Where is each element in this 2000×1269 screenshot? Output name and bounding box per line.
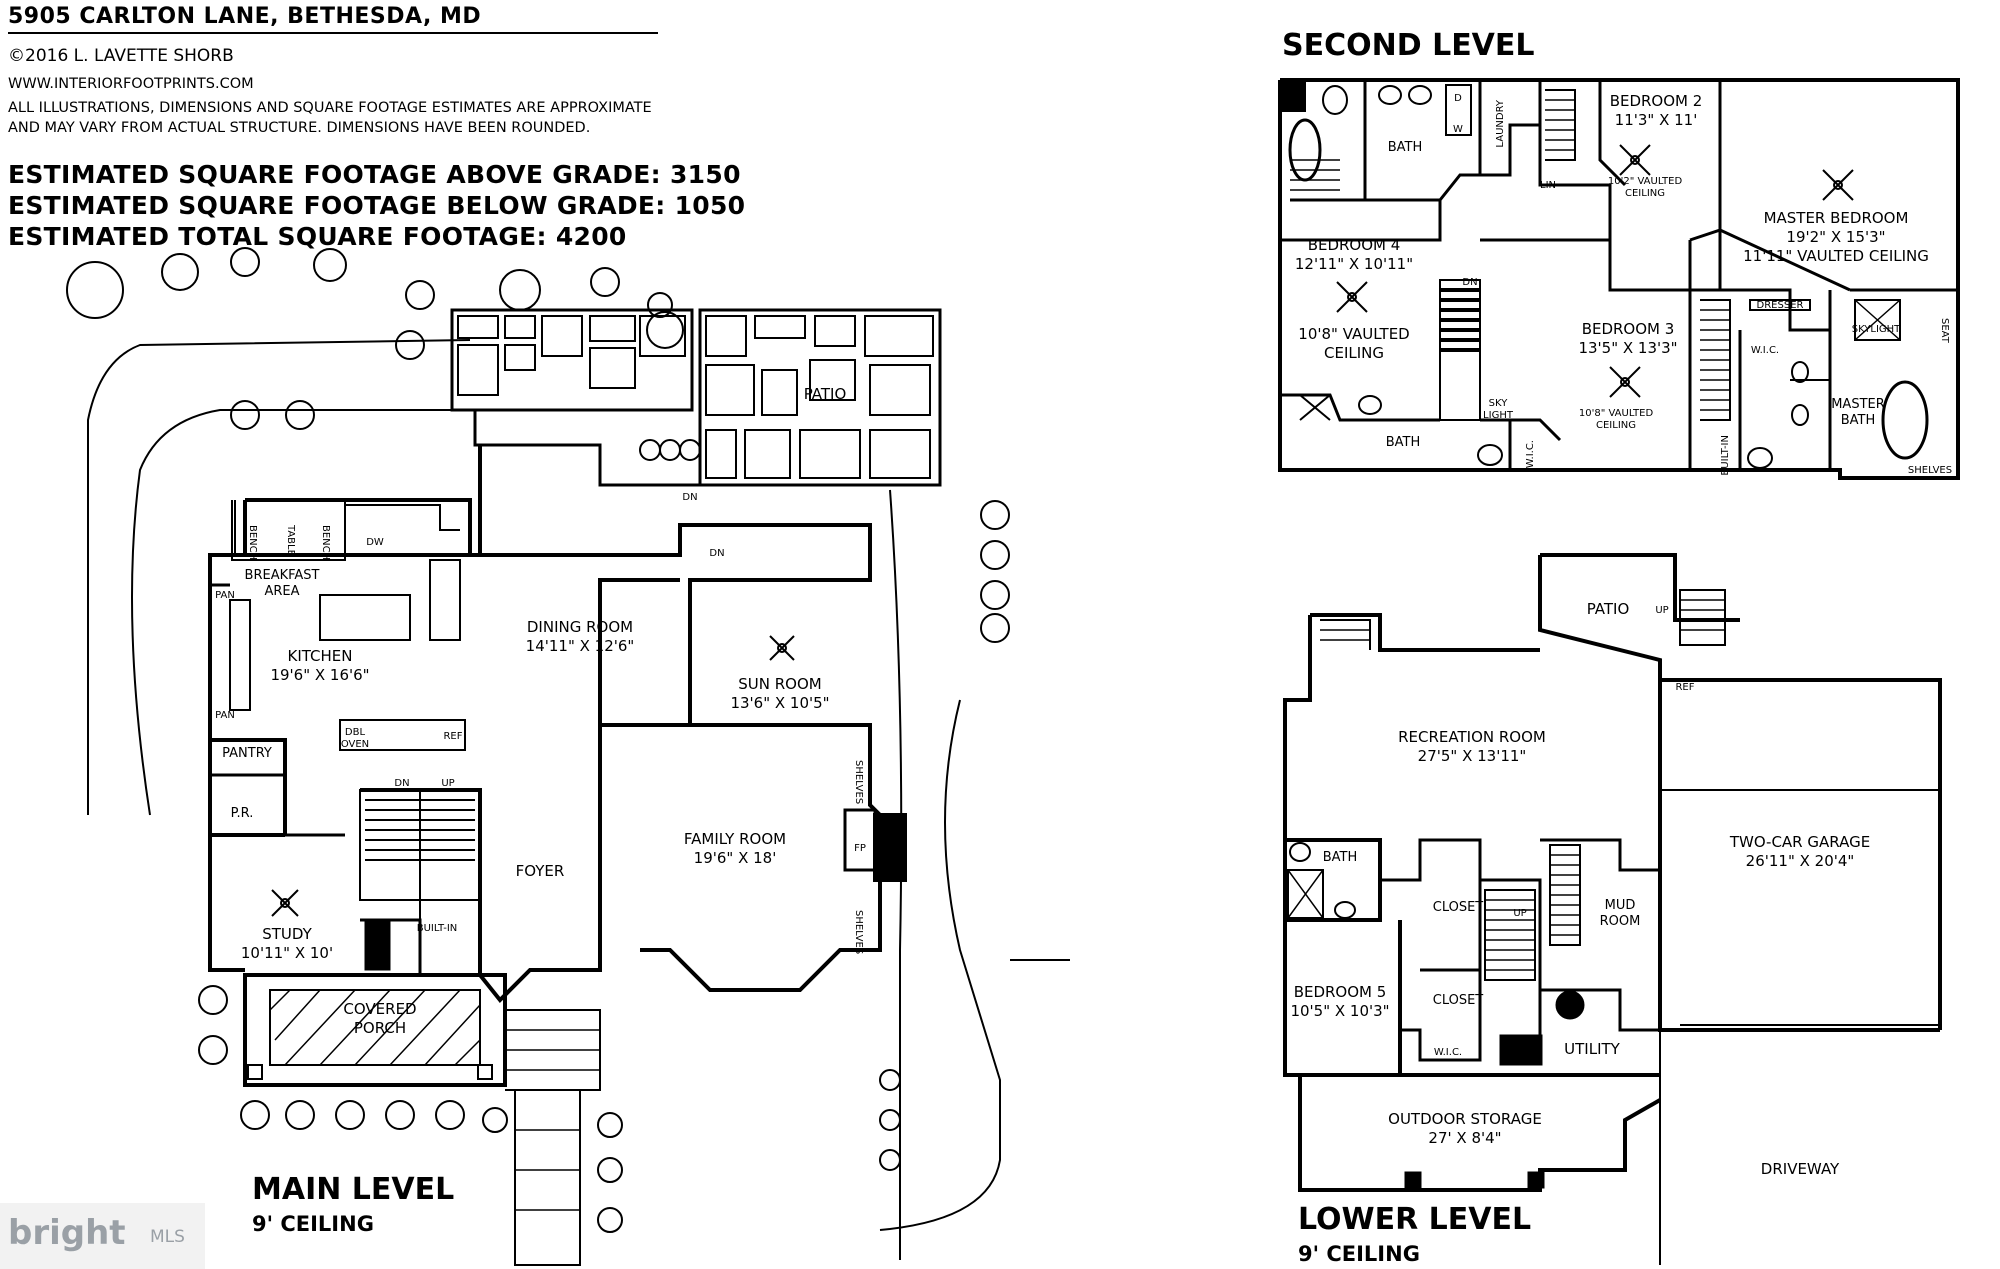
disclaimer-line-2: AND MAY VARY FROM ACTUAL STRUCTURE. DIME… xyxy=(8,120,591,136)
master-closet-label: W.I.C. xyxy=(1750,345,1780,356)
bedroom-4-ceiling-label: 10'8" VAULTED CEILING xyxy=(1298,325,1410,362)
dryer-label: D xyxy=(1454,93,1462,104)
dresser-label: DRESSER xyxy=(1756,300,1804,311)
master-bath-label: MASTER BATH xyxy=(1831,397,1885,428)
built-in-label: BUILT-IN xyxy=(416,923,458,934)
garage-label: TWO-CAR GARAGE 26'11" X 20'4" xyxy=(1729,833,1871,870)
hall-bath-label: BATH xyxy=(1387,140,1423,155)
pantry-label: PANTRY xyxy=(222,746,272,761)
main-level-ceiling: 9' CEILING xyxy=(252,1212,374,1236)
sun-room-label: SUN ROOM 13'6" X 10'5" xyxy=(730,675,830,712)
landscape-trees xyxy=(66,247,1010,1233)
bedroom-2-ceiling-label: 10'2" VAULTED CEILING xyxy=(1607,176,1683,199)
dishwasher-label: DW xyxy=(366,537,384,548)
lower-refrigerator-label: REF xyxy=(1675,682,1695,693)
bedroom-3-ceiling-label: 10'8" VAULTED CEILING xyxy=(1578,408,1654,431)
outdoor-storage-label: OUTDOOR STORAGE 27' X 8'4" xyxy=(1388,1110,1542,1147)
sqft-above-grade: ESTIMATED SQUARE FOOTAGE ABOVE GRADE: 31… xyxy=(8,160,741,189)
master-bedroom-label: MASTER BEDROOM 19'2" X 15'3" 11'11" VAUL… xyxy=(1743,209,1929,265)
covered-porch-label: COVERED PORCH xyxy=(343,1000,417,1037)
foyer-label: FOYER xyxy=(515,862,565,880)
stairs-down-label-2: DN xyxy=(709,548,725,559)
main-level-walls xyxy=(87,308,1070,1266)
bedroom-bath-label: BATH xyxy=(1385,435,1421,450)
dining-room-label: DINING ROOM 14'11" X 12'6" xyxy=(525,618,635,655)
fireplace-label: FP xyxy=(854,843,866,854)
refrigerator-label: REF xyxy=(443,731,463,742)
lower-level-title: LOWER LEVEL xyxy=(1298,1202,1532,1237)
main-patio-label: PATIO xyxy=(803,385,847,403)
pantry-cabinet-label-1: PAN xyxy=(215,590,235,601)
bench-label-1: BENCH xyxy=(247,525,258,561)
lower-stairs-up-label: UP xyxy=(1513,908,1527,919)
kitchen-label: KITCHEN 19'6" X 16'6" xyxy=(270,647,370,684)
disclaimer-line-1: ALL ILLUSTRATIONS, DIMENSIONS AND SQUARE… xyxy=(8,100,652,116)
second-stairs-down-label: DN xyxy=(1462,277,1478,288)
second-level-walls xyxy=(1278,78,1960,480)
brand-logo-text: bright xyxy=(8,1213,126,1253)
bench-label-2: BENCH xyxy=(320,525,331,561)
sqft-below-grade: ESTIMATED SQUARE FOOTAGE BELOW GRADE: 10… xyxy=(8,191,746,220)
closet-label-1: CLOSET xyxy=(1432,900,1484,915)
utility-label: UTILITY xyxy=(1564,1040,1620,1058)
hall-closet-label: W.I.C. xyxy=(1525,440,1536,469)
main-ceiling-fans xyxy=(271,635,795,917)
brand-logo-suffix: MLS xyxy=(150,1227,185,1247)
bedroom-3-label: BEDROOM 3 13'5" X 13'3" xyxy=(1578,320,1678,357)
table-label: TABLE xyxy=(285,525,296,556)
pantry-cabinet-label-2: PAN xyxy=(215,710,235,721)
bedroom-4-label: BEDROOM 4 12'11" X 10'11" xyxy=(1294,236,1414,273)
breakfast-area-label: BREAKFAST AREA xyxy=(244,568,320,599)
mls-watermark: bright MLS xyxy=(0,1203,205,1269)
second-built-in-label: BUILT-IN xyxy=(1720,435,1731,476)
laundry-label: LAUNDRY xyxy=(1495,100,1506,148)
website-text: WWW.INTERIORFOOTPRINTS.COM xyxy=(8,76,254,92)
main-level-title: MAIN LEVEL xyxy=(252,1172,455,1207)
property-address: 5905 CARLTON LANE, BETHESDA, MD xyxy=(8,4,482,29)
powder-room-label: P.R. xyxy=(230,806,254,821)
sqft-total: ESTIMATED TOTAL SQUARE FOOTAGE: 4200 xyxy=(8,222,627,251)
recreation-room-label: RECREATION ROOM 27'5" X 13'11" xyxy=(1398,728,1546,765)
seat-label: SEAT xyxy=(1939,318,1950,343)
driveway-label: DRIVEWAY xyxy=(1760,1160,1840,1178)
family-room-label: FAMILY ROOM 19'6" X 18' xyxy=(683,830,787,867)
stairs-up-label: UP xyxy=(441,778,455,789)
sky-light-label: SKY LIGHT xyxy=(1483,398,1513,421)
study-label: STUDY 10'11" X 10' xyxy=(240,925,334,962)
closet-label-2: CLOSET xyxy=(1432,993,1484,1008)
double-oven-label: DBL OVEN xyxy=(340,727,370,750)
lower-bath-label: BATH xyxy=(1322,850,1358,865)
stairs-down-label-3: DN xyxy=(394,778,410,789)
lower-patio-label: PATIO xyxy=(1586,600,1630,618)
second-ceiling-fans xyxy=(1336,144,1854,398)
bedroom-2-label: BEDROOM 2 11'3" X 11' xyxy=(1609,92,1703,129)
bedroom-5-label: BEDROOM 5 10'5" X 10'3" xyxy=(1290,983,1390,1020)
patio-stairs-up-label: UP xyxy=(1655,605,1669,616)
second-level-title: SECOND LEVEL xyxy=(1282,28,1535,63)
mud-room-label: MUD ROOM xyxy=(1599,898,1641,929)
shelves-label-2: SHELVES xyxy=(853,910,864,955)
copyright-text: ©2016 L. LAVETTE SHORB xyxy=(8,46,234,66)
header-rule xyxy=(8,32,658,34)
skylight-label: SKYLIGHT xyxy=(1851,324,1901,335)
second-shelves-label: SHELVES xyxy=(1907,465,1953,476)
stairs-down-label-1: DN xyxy=(682,492,698,503)
shelves-label-1: SHELVES xyxy=(853,760,864,805)
linen-closet-label: LIN xyxy=(1539,180,1557,191)
lower-level-ceiling: 9' CEILING xyxy=(1298,1242,1420,1266)
lower-closet-label: W.I.C. xyxy=(1433,1047,1463,1058)
washer-label: W xyxy=(1453,124,1463,135)
lower-level-walls xyxy=(1283,553,1942,1265)
